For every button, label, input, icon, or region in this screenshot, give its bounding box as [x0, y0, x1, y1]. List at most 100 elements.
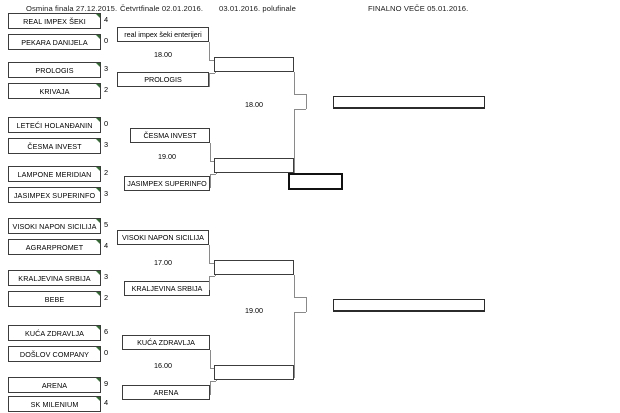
team-box[interactable]: ČESMA INVEST	[8, 138, 101, 154]
team-name: PROLOGIS	[35, 65, 74, 75]
quarterfinal-slot[interactable]: KUĆA ZDRAVLJA	[122, 335, 210, 350]
team-name: KRIVAJA	[39, 86, 70, 96]
bracket-connector	[294, 109, 295, 173]
bracket-connector	[210, 381, 216, 382]
bracket-connector	[209, 263, 215, 264]
column-header-round-of-16: Osmina finala 27.12.2015.	[26, 4, 118, 13]
team-name: LETEĆI HOLANĐANIN	[16, 120, 93, 130]
team-score: 3	[104, 140, 109, 149]
team-score: 6	[104, 327, 109, 336]
bracket-connector	[306, 94, 307, 109]
comment-indicator-icon	[96, 139, 100, 143]
semifinal-slot[interactable]	[214, 57, 294, 72]
match-time: 16.00	[154, 361, 172, 370]
match-time: 19.00	[245, 306, 263, 315]
team-score: 4	[104, 241, 109, 250]
bracket-connector	[209, 276, 215, 277]
team-name: ARENA	[41, 380, 68, 390]
final-slot[interactable]	[333, 96, 485, 109]
team-score: 0	[104, 119, 109, 128]
quarterfinal-slot[interactable]: ARENA	[122, 385, 210, 400]
team-box[interactable]: LAMPONE MERIDIAN	[8, 166, 101, 182]
semifinal-slot[interactable]	[214, 365, 294, 380]
semifinal-slot[interactable]	[214, 158, 294, 173]
team-box[interactable]: BEBE	[8, 291, 101, 307]
team-box[interactable]: VISOKI NAPON SICILIJA	[8, 218, 101, 234]
quarterfinal-slot[interactable]: VISOKI NAPON SICILIJA	[117, 230, 209, 245]
bracket-connector	[209, 245, 210, 263]
bracket-connector	[294, 109, 306, 110]
bracket-connector	[210, 161, 216, 162]
match-time: 18.00	[154, 50, 172, 59]
team-box[interactable]: JASIMPEX SUPERINFO	[8, 187, 101, 203]
bracket-connector	[294, 297, 306, 298]
quarterfinal-slot[interactable]: JASIMPEX SUPERINFO	[124, 176, 210, 191]
team-box[interactable]: PROLOGIS	[8, 62, 101, 78]
bracket-connector	[209, 276, 210, 290]
semifinal-slot[interactable]	[214, 260, 294, 275]
bracket-connector	[294, 312, 306, 313]
comment-indicator-icon	[96, 271, 100, 275]
comment-indicator-icon	[96, 167, 100, 171]
comment-indicator-icon	[96, 14, 100, 18]
team-score: 0	[104, 348, 109, 357]
team-box[interactable]: SK MILENIUM	[8, 396, 101, 412]
champion-box[interactable]	[288, 173, 343, 190]
quarterfinal-slot[interactable]: PROLOGIS	[117, 72, 209, 87]
bracket-connector	[210, 174, 216, 175]
match-time: 19.00	[158, 152, 176, 161]
bracket-connector	[306, 297, 307, 312]
team-name: VISOKI NAPON SICILIJA	[12, 221, 97, 231]
bracket-connector	[210, 368, 216, 369]
team-score: 3	[104, 272, 109, 281]
team-box[interactable]: LETEĆI HOLANĐANIN	[8, 117, 101, 133]
match-time: 17.00	[154, 258, 172, 267]
team-score: 2	[104, 293, 109, 302]
bracket-connector	[209, 60, 215, 61]
team-score: 4	[104, 15, 109, 24]
comment-indicator-icon	[96, 118, 100, 122]
bracket-connector	[294, 72, 295, 94]
bracket-connector	[209, 73, 215, 74]
quarterfinal-slot[interactable]: ČESMA INVEST	[130, 128, 210, 143]
column-header-quarterfinals: Četvrtfinale 02.01.2016.	[120, 4, 204, 13]
team-name: SK MILENIUM	[30, 399, 79, 409]
team-name: BEBE	[44, 294, 65, 304]
final-slot[interactable]	[333, 299, 485, 312]
bracket-connector	[294, 94, 306, 95]
team-score: 4	[104, 398, 109, 407]
team-name: KUĆA ZDRAVLJA	[24, 328, 85, 338]
bracket-connector	[210, 143, 211, 161]
team-name: AGRARPROMET	[25, 242, 84, 252]
quarterfinal-slot[interactable]: KRALJEVINA SRBIJA	[124, 281, 210, 296]
team-name: REAL IMPEX ŠEKI	[23, 16, 86, 26]
quarterfinal-slot[interactable]: real impex šeki enterijeri	[117, 27, 209, 42]
team-score: 2	[104, 85, 109, 94]
team-name: JASIMPEX SUPERINFO	[13, 190, 96, 200]
team-box[interactable]: REAL IMPEX ŠEKI	[8, 13, 101, 29]
comment-indicator-icon	[96, 397, 100, 401]
team-score: 2	[104, 168, 109, 177]
team-box[interactable]: KRALJEVINA SRBIJA	[8, 270, 101, 286]
team-box[interactable]: DOŠLOV COMPANY	[8, 346, 101, 362]
team-box[interactable]: KUĆA ZDRAVLJA	[8, 325, 101, 341]
comment-indicator-icon	[96, 63, 100, 67]
team-name: ČESMA INVEST	[27, 141, 82, 151]
team-box[interactable]: PEKARA DANIJELA	[8, 34, 101, 50]
bracket-connector	[209, 42, 210, 60]
column-header-semifinals: 03.01.2016. polufinale	[219, 4, 296, 13]
team-name: KRALJEVINA SRBIJA	[18, 273, 91, 283]
team-score: 5	[104, 220, 109, 229]
comment-indicator-icon	[96, 347, 100, 351]
team-box[interactable]: AGRARPROMET	[8, 239, 101, 255]
bracket-connector	[294, 275, 295, 297]
comment-indicator-icon	[96, 292, 100, 296]
comment-indicator-icon	[96, 188, 100, 192]
team-box[interactable]: KRIVAJA	[8, 83, 101, 99]
bracket-connector	[294, 312, 295, 378]
bracket-connector	[210, 174, 211, 188]
bracket-connector	[210, 350, 211, 368]
team-box[interactable]: ARENA	[8, 377, 101, 393]
team-score: 0	[104, 36, 109, 45]
